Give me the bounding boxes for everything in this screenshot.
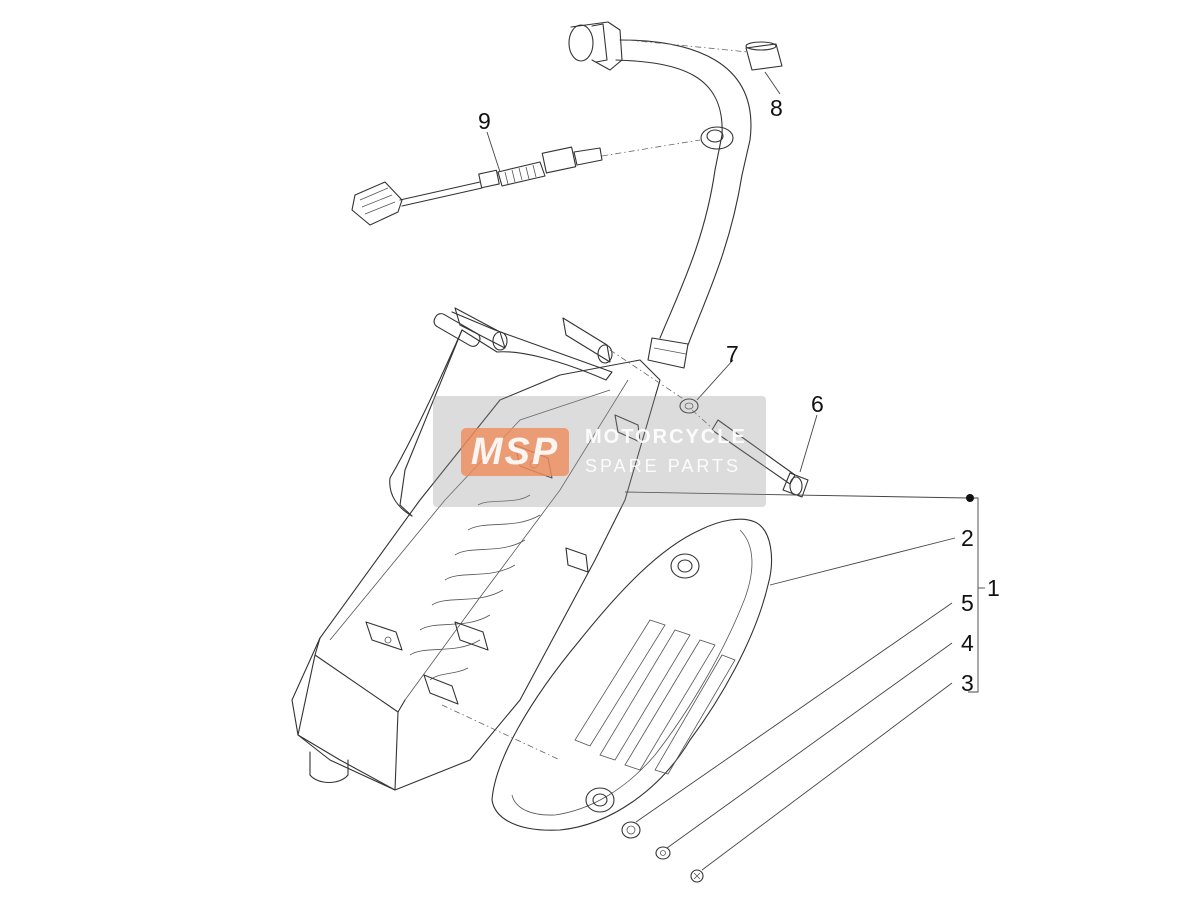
callout-3: 3 (961, 670, 974, 696)
watermark-line1: MOTORCYCLE (585, 426, 747, 448)
callout-2: 2 (961, 525, 974, 551)
callout-9: 9 (478, 108, 491, 134)
assembly-dot (966, 494, 974, 502)
washer-7 (679, 398, 699, 414)
callout-7: 7 (726, 341, 739, 367)
exhaust-header-pipe (568, 21, 752, 369)
callout-1: 1 (987, 575, 1000, 601)
bolt (711, 419, 809, 498)
gasket-sleeve (745, 41, 783, 71)
watermark-line2: SPARE PARTS (585, 456, 742, 476)
callout-4: 4 (961, 630, 974, 656)
lambda-sensor (351, 146, 603, 226)
assembly-lines (441, 39, 749, 761)
callout-5: 5 (961, 590, 974, 616)
callout-8: 8 (770, 95, 783, 121)
watermark-logo: MSP (461, 428, 569, 476)
leader-lines (486, 71, 985, 871)
watermark-banner: MSP MOTORCYCLE SPARE PARTS (433, 396, 766, 507)
spacer-5 (621, 821, 641, 839)
muffler-body (291, 307, 661, 791)
callout-6: 6 (811, 391, 824, 417)
washer-4 (655, 846, 671, 860)
screw-3 (690, 869, 704, 883)
heat-shield (491, 518, 773, 831)
